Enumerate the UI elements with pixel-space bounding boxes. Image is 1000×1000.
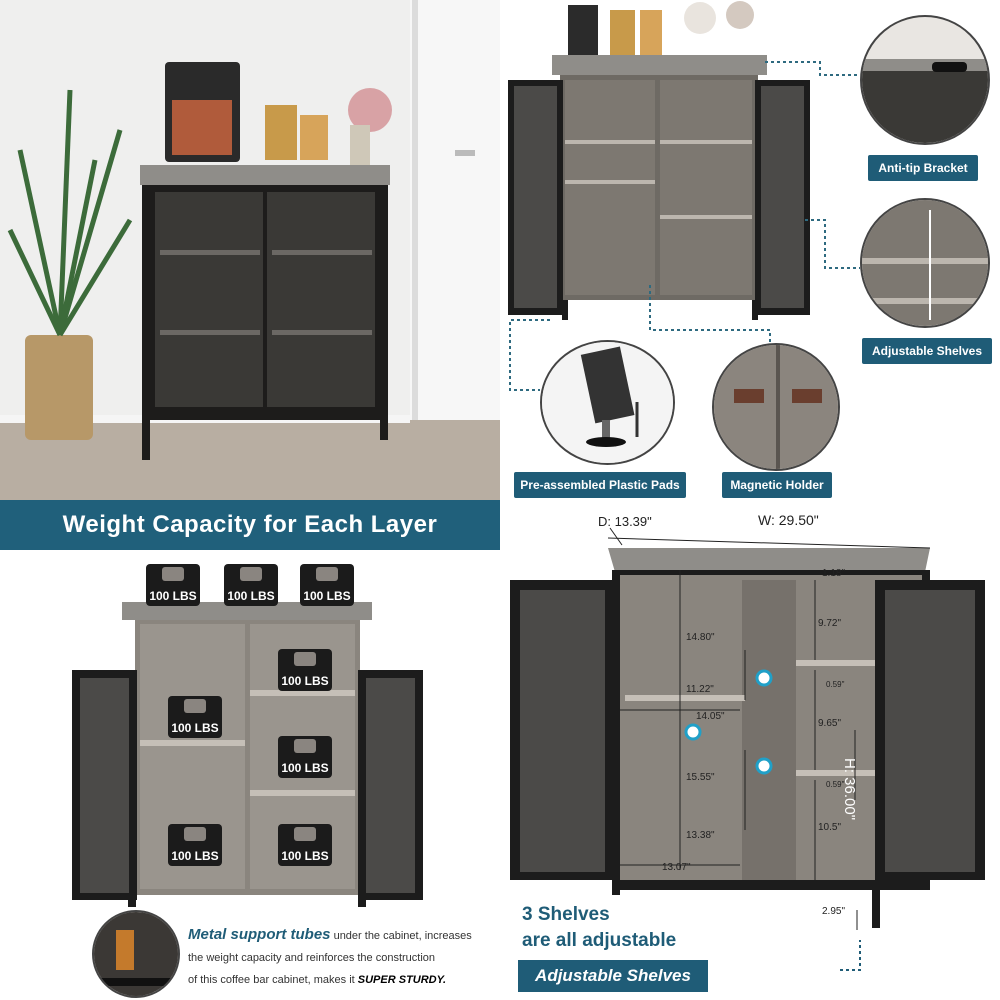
bottom-depth: 13.38" [686,830,715,841]
width-dimension: W: 29.50" [758,512,819,528]
bottom-width: 13.07" [662,862,691,873]
shelf-depth: 11.22" [686,684,714,695]
depth-dimension: D: 13.39" [598,514,652,529]
inner-top-height: 14.80" [686,632,715,643]
weight-left-1: 100 LBS [164,690,226,742]
shelf-thickness-2: 0.59" [826,780,845,789]
shelves-caption: 3 Shelves are all adjustable [522,904,677,951]
anti-tip-bracket-label: Anti-tip Bracket [868,155,978,181]
plastic-pads-photo [540,340,675,465]
height-dimension: H: 36.00" [841,758,858,821]
adjustable-shelves-badge: Adjustable Shelves [518,960,708,992]
weight-capacity-title: Weight Capacity for Each Layer [0,500,500,550]
support-tubes-photo [92,910,180,998]
top-thickness: 1.18" [822,568,846,579]
lifestyle-photo [0,0,500,500]
weight-top-1: 100 LBS [142,558,204,610]
features-panel: Anti-tip Bracket Adjustable Shelves Pre-… [500,0,1000,500]
shelf-gap-3: 10.5" [818,822,842,833]
weight-top-3: 100 LBS [296,558,358,610]
weight-right-1: 100 LBS [274,643,336,695]
adjustable-shelves-label: Adjustable Shelves [862,338,992,364]
weight-top-2: 100 LBS [220,558,282,610]
weight-capacity-panel: Weight Capacity for Each Layer 100 LBS 1… [0,500,500,1000]
shelf-gap-1: 9.72" [818,618,842,629]
magnetic-holder-photo [712,343,840,471]
plastic-pads-label: Pre-assembled Plastic Pads [514,472,686,498]
room-scene-illustration [0,0,500,500]
shelf-thickness-1: 0.59" [826,680,845,689]
dimensions-panel: D: 13.39" W: 29.50" H: 36.00" 1.18" 14.8… [500,500,1000,1000]
support-tubes-description: Metal support tubes under the cabinet, i… [188,926,472,986]
weight-left-2: 100 LBS [164,818,226,870]
weight-right-3: 100 LBS [274,818,336,870]
magnetic-holder-label: Magnetic Holder [722,472,832,498]
cabinet-dimension-illustration [510,527,985,971]
anti-tip-bracket-photo [860,15,990,145]
leg-height: 2.95" [822,906,846,917]
adjustable-shelves-photo [860,198,990,328]
shelf-width: 14.05" [696,711,725,722]
cabinet-open-illustration [508,1,860,391]
weight-right-2: 100 LBS [274,730,336,782]
inner-bottom-height: 15.55" [686,772,715,783]
shelf-gap-2: 9.65" [818,718,842,729]
